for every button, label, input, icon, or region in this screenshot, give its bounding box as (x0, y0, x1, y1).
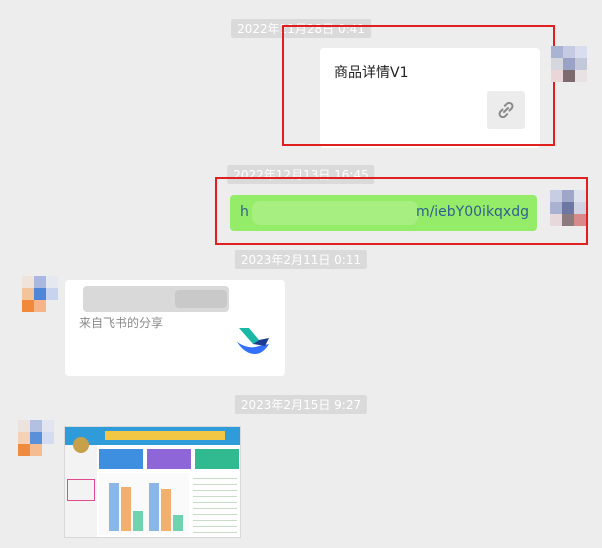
thumb-bar-4 (149, 483, 159, 531)
thumb-side-block (67, 479, 95, 501)
avatar-self-2[interactable] (550, 190, 586, 226)
avatar-contact-2[interactable] (18, 420, 54, 456)
timestamp-4: 2023年2月15日 9:27 (234, 395, 368, 414)
feishu-logo-icon (235, 324, 271, 358)
thumb-avatar (73, 437, 89, 453)
link-icon (487, 91, 525, 129)
thumb-card-2 (147, 449, 191, 469)
link-text-start: h (240, 204, 249, 220)
share-source-text: 来自飞书的分享 (79, 316, 164, 330)
thumb-bar-3 (133, 511, 143, 531)
thumb-sidebar (65, 445, 97, 537)
thumb-bar-1 (109, 483, 119, 531)
link-bubble[interactable]: h m/iebY00ikqxdg (230, 195, 537, 231)
image-message-thumbnail[interactable] (64, 426, 241, 538)
avatar-self-1[interactable] (551, 46, 587, 82)
thumb-card-1 (99, 449, 143, 469)
annotation-box-2 (215, 177, 588, 245)
thumb-banner-strip (105, 431, 225, 440)
link-card-product-detail[interactable]: 商品详情V1 (320, 48, 540, 148)
thumb-bar-5 (161, 489, 171, 531)
feishu-share-card[interactable]: 来自飞书的分享 (65, 280, 285, 376)
thumb-list (193, 473, 237, 535)
redacted-title-2 (175, 290, 227, 308)
link-card-title: 商品详情V1 (334, 65, 409, 81)
annotation-box-1 (282, 25, 555, 146)
timestamp-3: 2023年2月11日 0:11 (234, 250, 368, 269)
thumb-bar-6 (173, 515, 183, 531)
redacted-link-region (252, 201, 418, 225)
thumb-bar-2 (121, 487, 131, 531)
link-text-end: m/iebY00ikqxdg (415, 204, 529, 220)
avatar-contact-1[interactable] (22, 276, 58, 312)
thumb-card-3 (195, 449, 239, 469)
